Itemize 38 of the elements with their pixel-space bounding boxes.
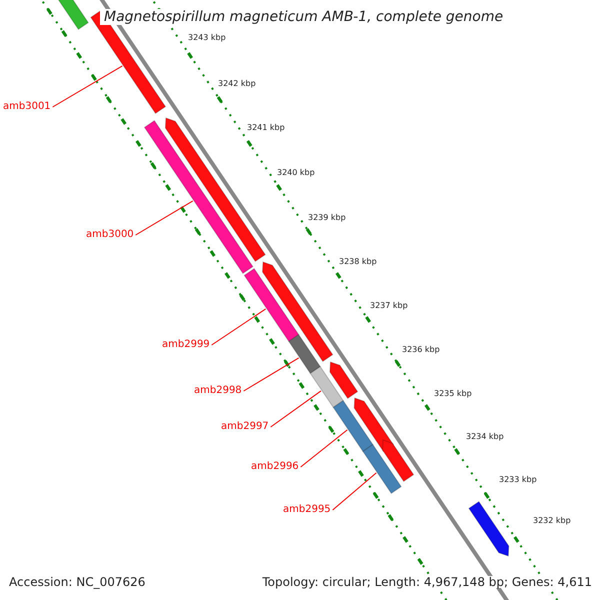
gene-label: amb2999 xyxy=(162,340,210,350)
scale-label: 3242 kbp xyxy=(218,80,256,88)
gene-bar xyxy=(468,500,510,557)
gene-label: amb3000 xyxy=(86,230,134,240)
leader-line xyxy=(211,308,266,346)
leader-line xyxy=(332,472,377,510)
scale-label: 3232 kbp xyxy=(533,517,571,525)
gene-label: amb2996 xyxy=(251,462,299,472)
gene-label: amb2998 xyxy=(194,386,242,396)
scale-label: 3241 kbp xyxy=(247,124,285,132)
leader-line xyxy=(135,200,194,236)
accession-text: Accession: NC_007626 xyxy=(9,576,146,588)
gene-bar xyxy=(164,117,266,262)
gene-bar xyxy=(332,400,374,452)
scale-label: 3240 kbp xyxy=(277,169,315,177)
leader-line xyxy=(52,65,123,108)
gene-label: amb3001 xyxy=(3,102,51,112)
gene-bar xyxy=(262,261,334,362)
leader-line xyxy=(270,390,322,428)
gene-bar xyxy=(244,268,300,342)
gene-bar xyxy=(288,334,321,374)
leader-line xyxy=(243,357,300,392)
scale-label: 3234 kbp xyxy=(466,433,504,441)
gene-bar xyxy=(310,366,344,408)
scale-label: 3233 kbp xyxy=(499,476,537,484)
scale-label: 3236 kbp xyxy=(402,346,440,354)
gene-bar xyxy=(329,361,358,400)
leader-line xyxy=(300,429,348,468)
gene-label: amb2995 xyxy=(283,505,331,515)
scale-label: 3238 kbp xyxy=(339,258,377,266)
gene-label: amb2997 xyxy=(221,422,269,432)
scale-label: 3239 kbp xyxy=(308,214,346,222)
genome-stats-text: Topology: circular; Length: 4,967,148 bp; Genes: 4,611 xyxy=(262,576,592,588)
scale-label: 3235 kbp xyxy=(434,390,472,398)
scale-label: 3243 kbp xyxy=(188,34,226,42)
gene-bar xyxy=(382,439,414,482)
scale-label: 3237 kbp xyxy=(370,302,408,310)
gene-bar xyxy=(362,444,402,494)
